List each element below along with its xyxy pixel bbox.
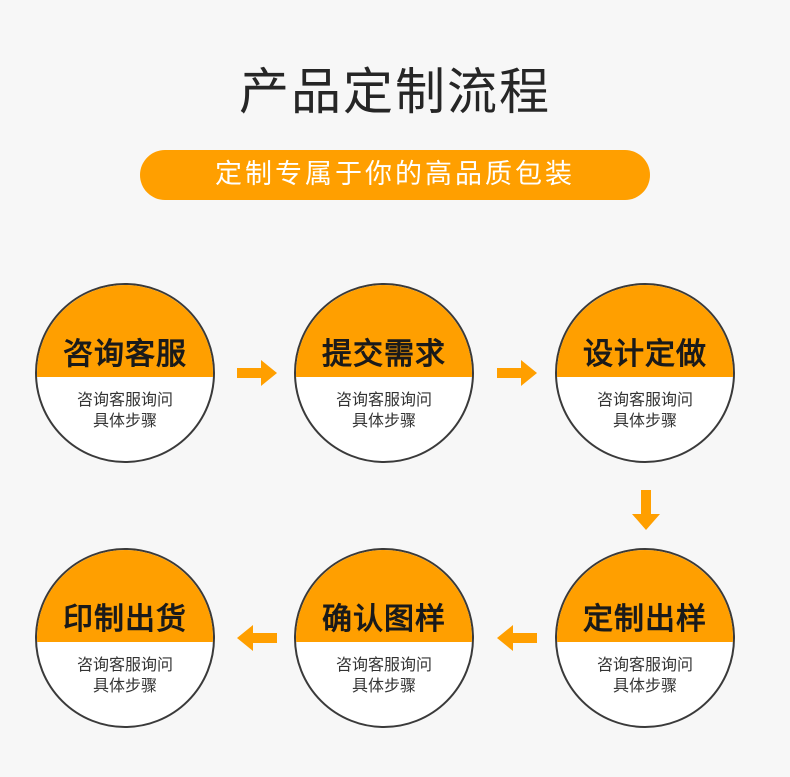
step-header-fill xyxy=(37,285,213,377)
step-description: 咨询客服询问具体步骤 xyxy=(597,390,694,430)
page-title: 产品定制流程 xyxy=(239,63,551,121)
step-header-fill xyxy=(557,285,733,377)
subtitle-banner: 定制专属于你的高品质包装 xyxy=(140,150,650,200)
arrow-right-icon xyxy=(497,360,537,386)
step-title: 提交需求 xyxy=(322,337,446,372)
step-print-ship: 印制出货 咨询客服询问具体步骤 xyxy=(35,548,215,728)
arrow-left-icon xyxy=(497,625,537,651)
step-description: 咨询客服询问具体步骤 xyxy=(336,390,433,430)
step-description: 咨询客服询问具体步骤 xyxy=(336,655,433,695)
step-header-fill xyxy=(296,285,472,377)
step-header-fill xyxy=(296,550,472,642)
step-design: 设计定做 咨询客服询问具体步骤 xyxy=(555,283,735,463)
step-header-fill xyxy=(37,550,213,642)
step-description: 咨询客服询问具体步骤 xyxy=(77,655,174,695)
step-title: 确认图样 xyxy=(322,602,446,637)
step-title: 印制出货 xyxy=(63,602,187,637)
step-title: 咨询客服 xyxy=(63,337,187,372)
step-title: 设计定做 xyxy=(583,337,707,372)
step-sample: 定制出样 咨询客服询问具体步骤 xyxy=(555,548,735,728)
step-title: 定制出样 xyxy=(583,602,707,637)
step-description: 咨询客服询问具体步骤 xyxy=(597,655,694,695)
arrow-right-icon xyxy=(237,360,277,386)
step-confirm: 确认图样 咨询客服询问具体步骤 xyxy=(294,548,474,728)
step-header-fill xyxy=(557,550,733,642)
step-submit: 提交需求 咨询客服询问具体步骤 xyxy=(294,283,474,463)
arrow-down-icon xyxy=(632,490,660,530)
step-description: 咨询客服询问具体步骤 xyxy=(77,390,174,430)
arrow-left-icon xyxy=(237,625,277,651)
step-consult: 咨询客服 咨询客服询问具体步骤 xyxy=(35,283,215,463)
